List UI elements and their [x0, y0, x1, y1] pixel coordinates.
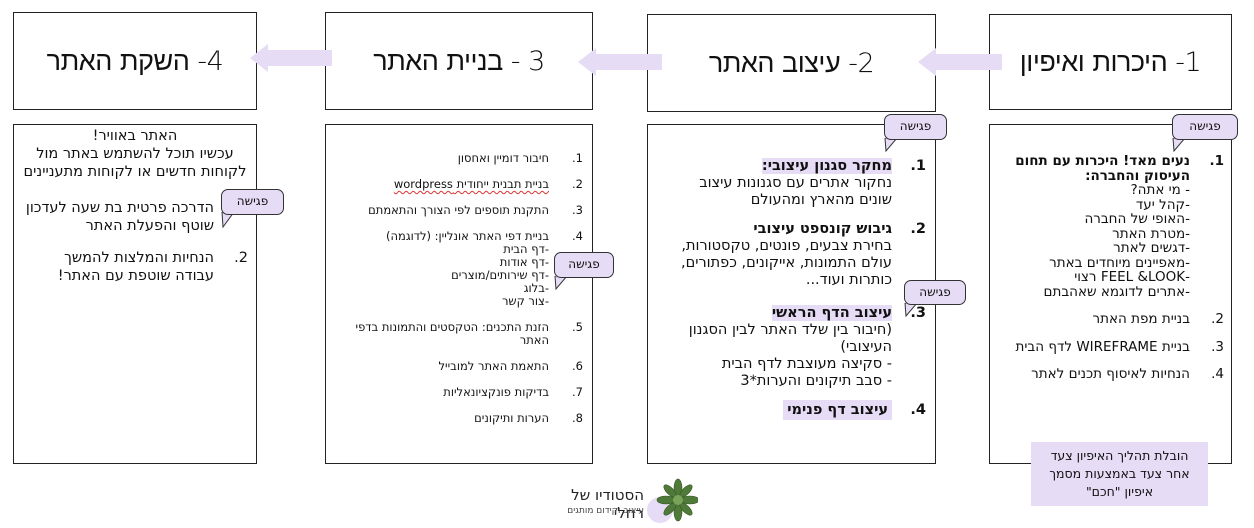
stage1-content: 1. נעים מאד! היכרות עם תחום העיסוק והחבר… — [1000, 154, 1224, 382]
stage4-content: האתר באוויר! עכשיו תוכל להשתמש באתר מול … — [22, 127, 248, 285]
stage1-item-1-body: - מי אתה? -קהל יעד -האופי של החברה -מטרת… — [1043, 182, 1190, 300]
stage3-content: 1. חיבור דומיין ואחסון 2. בניית תבנית יי… — [340, 151, 584, 425]
meeting-bubble-2-tail — [884, 138, 898, 152]
meeting-bubble-4: פגישה — [554, 252, 614, 278]
stage3-item-5: 5. הזנת התכנים: הטקסטים והתמונות בדפי הא… — [355, 320, 584, 347]
meeting-bubble-5-tail — [221, 212, 235, 228]
stage1-content-box — [989, 124, 1232, 464]
meeting-bubble-4-tail — [554, 276, 568, 290]
stage2-content: 1. מחקר סגנון עיצובי: נחקור אתרים עם סגנ… — [668, 158, 926, 420]
logo-name: הסטודיו של רחלי — [571, 486, 644, 522]
stage3-item-2: 2. בניית תבנית ייחודית wordpress — [393, 177, 583, 191]
logo-tagline: עיצוב וקידום מותגים — [567, 506, 644, 516]
meeting-bubble-2: פגישה — [884, 114, 947, 140]
stage4-item-2: 2. הנחיות והמלצות להמשך עבודה שוטפת עם ה… — [57, 250, 248, 284]
meeting-bubble-3-tail — [904, 303, 918, 317]
stage2-item-2-body: בחירת צבעים, פונטים, טקסטורות, עולם התמו… — [681, 238, 892, 288]
stage3-item-6: 6. התאמת האתר למובייל — [438, 359, 584, 373]
arrow-stage2-to-3 — [578, 48, 662, 76]
meeting-bubble-1: פגישה — [1172, 114, 1238, 140]
stage3-item-8: 8. הערות ותיקונים — [474, 411, 583, 425]
stage2-item-3-heading: עיצוב הדף הראשי — [771, 305, 892, 321]
stage-box-1 — [989, 14, 1232, 110]
meeting-bubble-1-tail — [1172, 138, 1186, 152]
stage1-item-4: 4. הנחיות לאיסוף תכנים לאתר — [1031, 366, 1224, 382]
stage2-item-4-heading: עיצוב דף פנימי — [783, 400, 892, 420]
stage2-item-3: 3. עיצוב הדף הראשי (חיבור בין שלד האתר ל… — [668, 305, 926, 390]
stage-title-2: 2- עיצוב האתר — [708, 47, 875, 79]
stage1-item-1: 1. נעים מאד! היכרות עם תחום העיסוק והחבר… — [1000, 154, 1224, 299]
arrow-stage1-to-2 — [918, 48, 1002, 76]
stage1-note: הובלת תהליך האיפיון צעד אחר צעד באמצעות … — [1031, 442, 1208, 506]
stage3-item-4: 4. בניית דפי האתר אונליין: (לדוגמה) -דף … — [386, 229, 583, 308]
stage1-item-3: 3. בניית WIREFRAME לדף הבית — [1015, 338, 1224, 355]
stage-box-2 — [647, 14, 936, 112]
stage-box-4 — [13, 12, 257, 110]
arrow-stage3-to-4 — [250, 44, 332, 72]
succulent-logo-icon — [647, 478, 698, 523]
stage3-content-box — [325, 124, 593, 464]
stage3-item-7: 7. בדיקות פונקציונאליות — [443, 385, 583, 399]
stage2-item-1-body: נחקור אתרים עם סגנונות עיצוב שונים מהארץ… — [699, 175, 892, 208]
stage1-item-2: 2. בניית מפת האתר — [1092, 311, 1224, 327]
stage2-item-2: 2. גיבוש קונספט עיצובי בחירת צבעים, פונט… — [668, 221, 926, 289]
stage4-item-1: 1. הדרכה פרטית בת שעה לעדכון שוטף והפעלת… — [25, 200, 248, 234]
stage2-item-3-body: (חיבור בין שלד האתר לבין הסגנון העיצובי)… — [688, 322, 892, 389]
stage2-item-1-heading: מחקר סגנון עיצובי: — [761, 158, 892, 174]
stage-title-3: 3 - בניית האתר — [373, 45, 545, 77]
stage3-item-1: 1. חיבור דומיין ואחסון — [457, 151, 583, 165]
stage-title-4: 4- השקת האתר — [46, 45, 224, 77]
stage2-item-4: 4. עיצוב דף פנימי — [668, 400, 926, 420]
stage2-item-1: 1. מחקר סגנון עיצובי: נחקור אתרים עם סגנ… — [668, 158, 926, 209]
meeting-bubble-3: פגישה — [904, 280, 966, 305]
stage4-intro: האתר באוויר! עכשיו תוכל להשתמש באתר מול … — [23, 128, 247, 180]
stage3-item-3: 3. התקנת תוספים לפי הצורך והתאמתם — [368, 203, 583, 217]
stage2-item-2-heading: גיבוש קונספט עיצובי — [753, 221, 892, 237]
meeting-bubble-5: פגישה — [221, 189, 284, 215]
stage1-item-1-heading: נעים מאד! היכרות עם תחום העיסוק והחברה: — [1015, 153, 1190, 184]
stage4-content-box — [13, 124, 257, 464]
stage-box-3 — [325, 12, 593, 110]
stage-title-1: 1- היכרות ואיפיון — [1019, 46, 1202, 78]
